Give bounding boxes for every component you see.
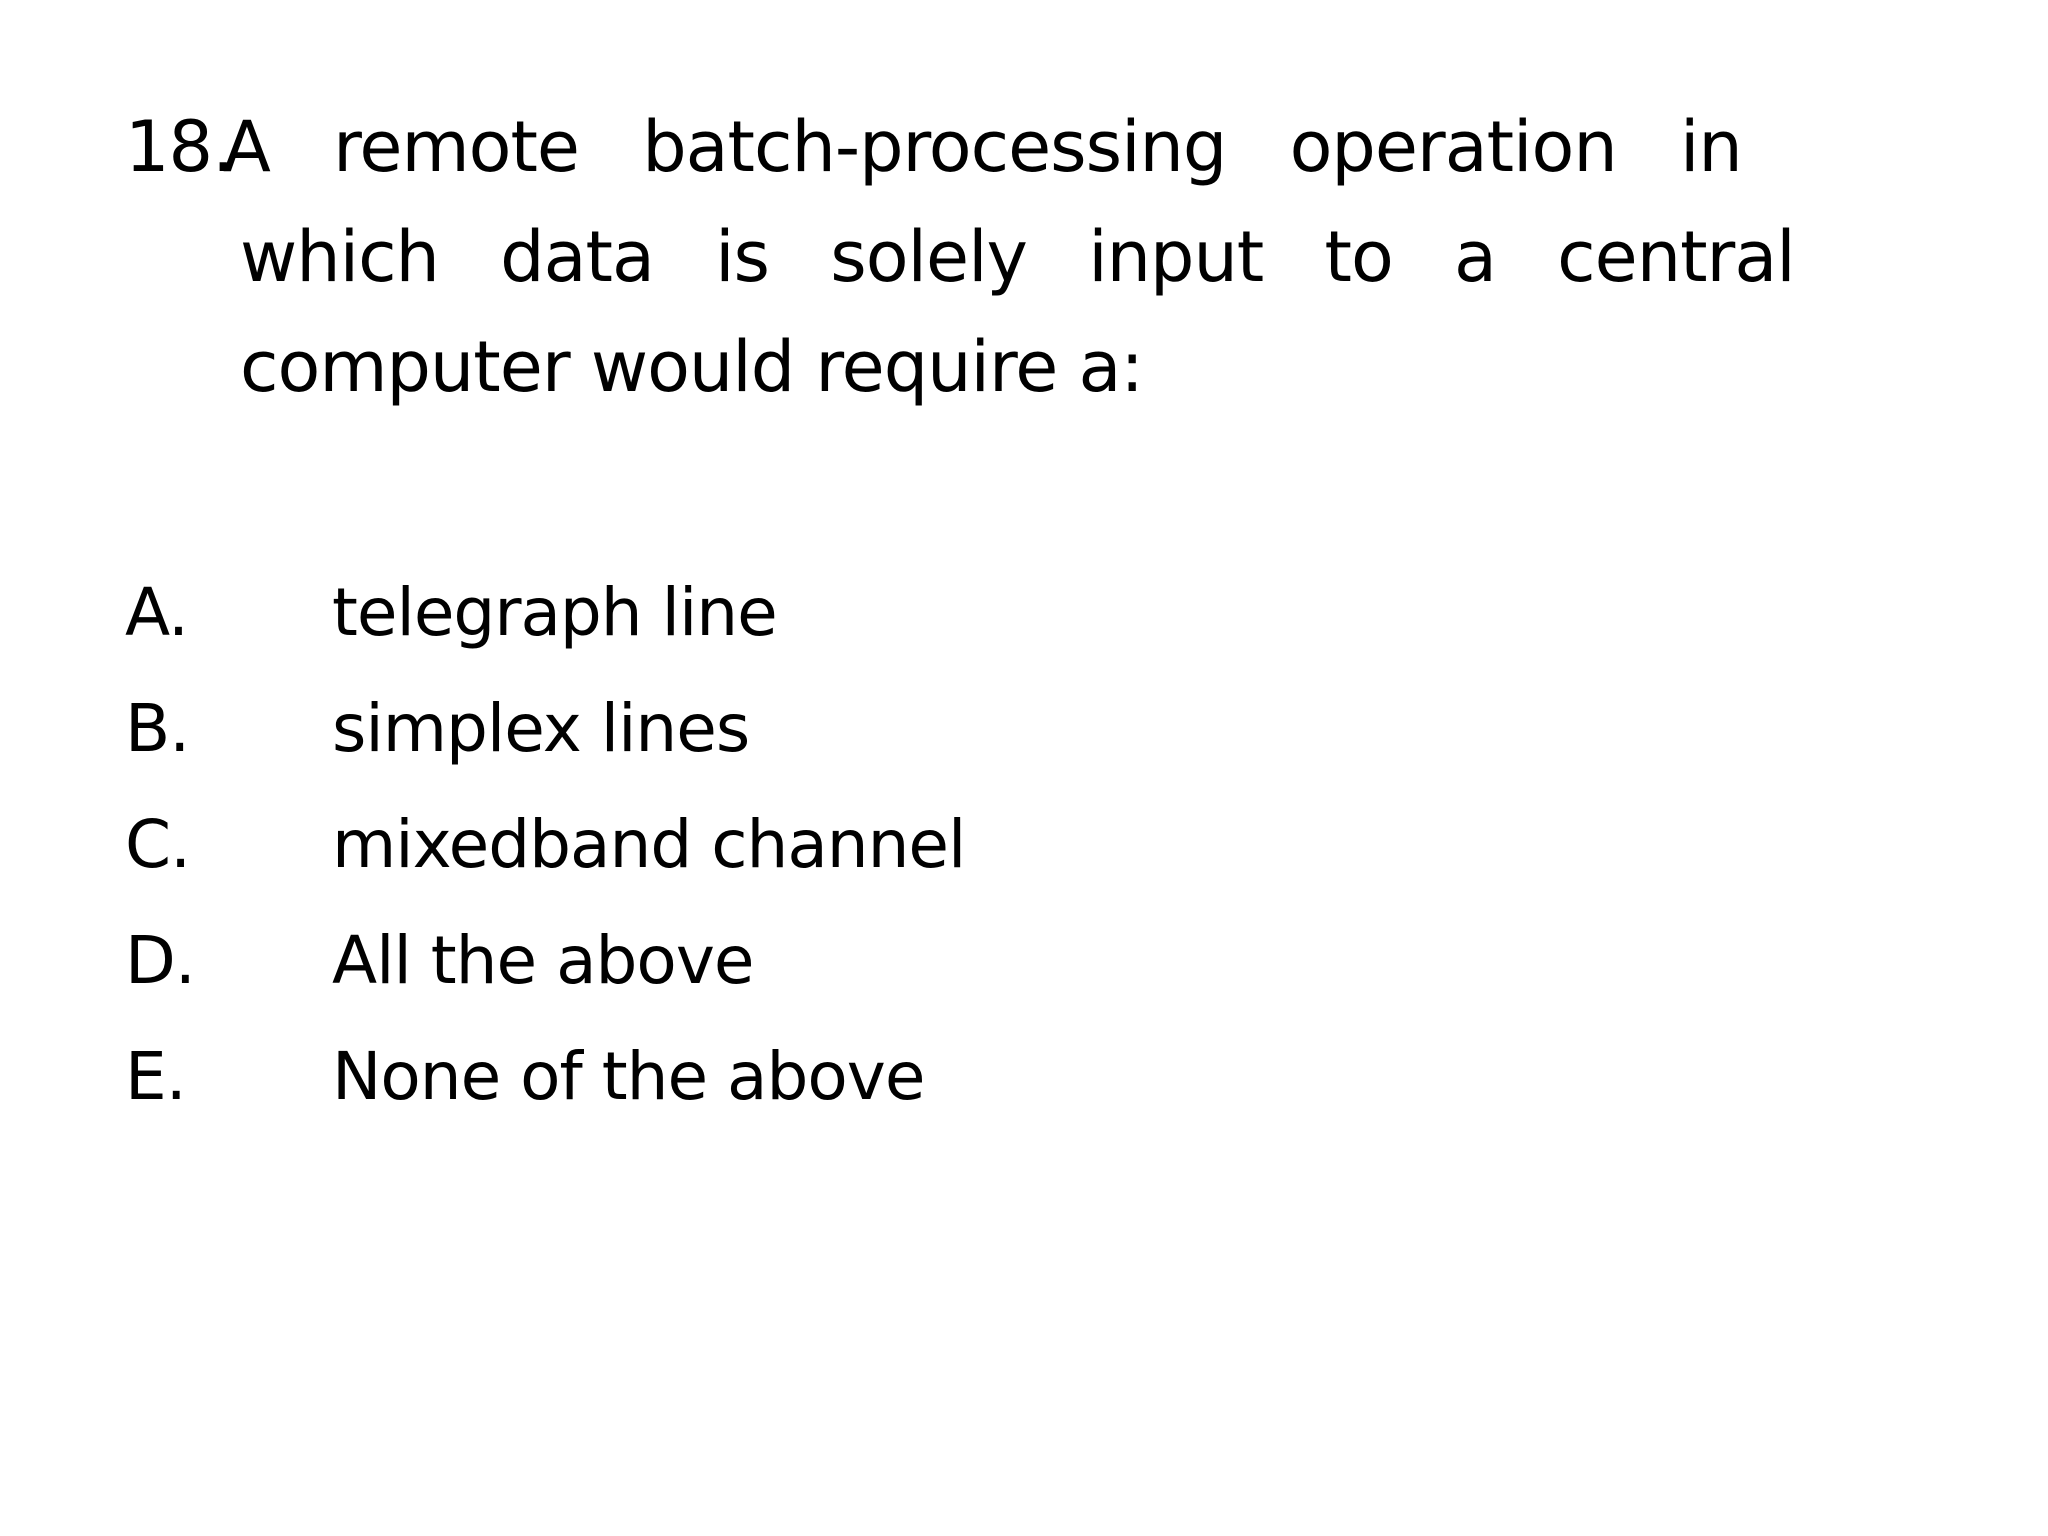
option-a[interactable]: A. telegraph line — [125, 555, 1325, 671]
option-letter: B. — [125, 690, 190, 767]
question-line: which data is solely input to a central — [240, 216, 1796, 298]
question-line: computer would require a: — [240, 326, 1144, 408]
option-text: All the above — [332, 922, 754, 999]
option-text: telegraph line — [332, 574, 778, 651]
question-line: A remote batch-processing operation in — [223, 106, 1743, 188]
option-letter: A. — [125, 574, 189, 651]
question-number: 18. — [125, 106, 234, 188]
option-d[interactable]: D. All the above — [125, 903, 1325, 1019]
option-letter: C. — [125, 806, 191, 883]
question-text: A remote batch-processing operation in w… — [223, 92, 1930, 422]
option-text: simplex lines — [332, 690, 750, 767]
option-text: mixedband channel — [332, 806, 966, 883]
option-letter: E. — [125, 1038, 187, 1115]
answer-options: A. telegraph line B. simplex lines C. mi… — [125, 555, 1325, 1135]
option-b[interactable]: B. simplex lines — [125, 671, 1325, 787]
option-e[interactable]: E. None of the above — [125, 1019, 1325, 1135]
option-text: None of the above — [332, 1038, 925, 1115]
option-letter: D. — [125, 922, 196, 999]
option-c[interactable]: C. mixedband channel — [125, 787, 1325, 903]
